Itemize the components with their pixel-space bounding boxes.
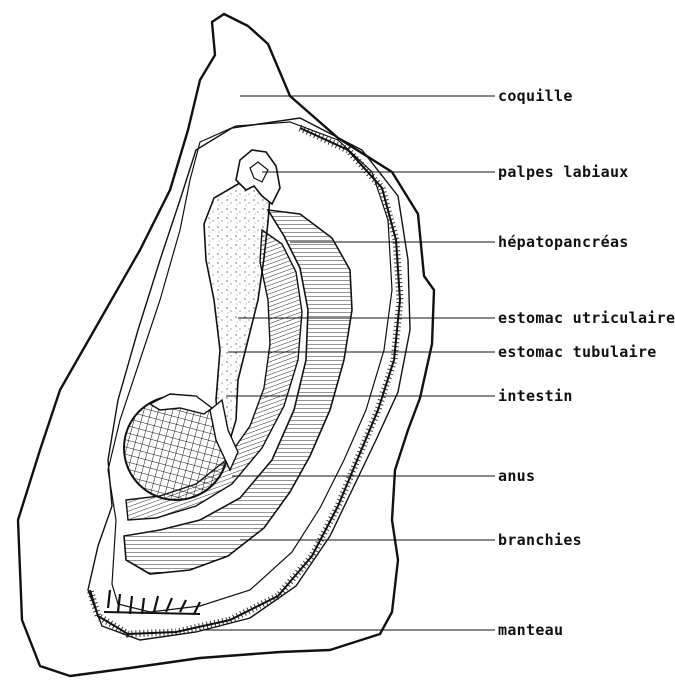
label-palpes-labiaux: palpes labiaux xyxy=(498,163,629,181)
label-hepatopancreas: hépatopancréas xyxy=(498,233,629,251)
label-intestin: intestin xyxy=(498,387,573,405)
mantle-fold-base xyxy=(104,612,200,614)
mantle-fold xyxy=(108,590,200,614)
label-estomac-tubulaire: estomac tubulaire xyxy=(498,343,657,361)
label-branchies: branchies xyxy=(498,531,582,549)
label-anus: anus xyxy=(498,467,535,485)
label-estomac-utriculaire: estomac utriculaire xyxy=(498,309,675,327)
label-coquille: coquille xyxy=(498,87,573,105)
label-manteau: manteau xyxy=(498,621,563,639)
